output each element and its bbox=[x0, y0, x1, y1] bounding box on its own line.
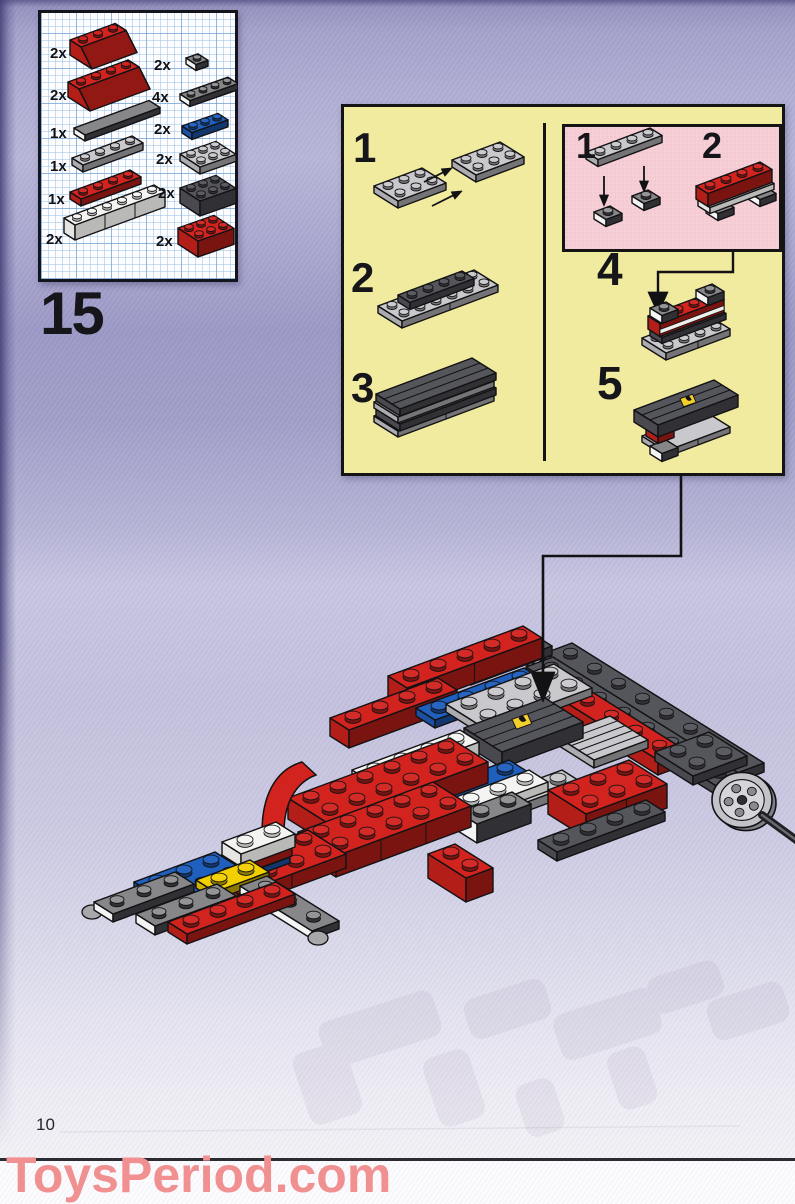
page-number: 10 bbox=[36, 1115, 55, 1134]
substep-label-3: 3 bbox=[351, 364, 375, 411]
part-quantity-label: 2x bbox=[158, 185, 175, 202]
inset-step-label-2: 2 bbox=[702, 125, 723, 166]
subassembly-divider bbox=[543, 123, 546, 461]
part-quantity-label: 1x bbox=[48, 191, 65, 208]
parts-illustration bbox=[63, 22, 238, 258]
parts-callout-box bbox=[38, 10, 238, 282]
part-quantity-label: 4x bbox=[152, 89, 169, 106]
inset-step-label-1: 1 bbox=[576, 125, 597, 166]
part-quantity-label: 2x bbox=[50, 87, 67, 104]
part-quantity-label: 2x bbox=[156, 233, 173, 250]
part-quantity-label: 2x bbox=[156, 151, 173, 168]
substep-label-4: 4 bbox=[597, 243, 623, 295]
subassembly-steps-illustration bbox=[373, 127, 777, 463]
part-quantity-label: 2x bbox=[46, 231, 63, 248]
page-gutter-shadow bbox=[0, 0, 16, 1150]
part-quantity-label: 1x bbox=[50, 158, 67, 175]
part-quantity-label: 2x bbox=[50, 45, 67, 62]
step-number: 15 bbox=[40, 280, 105, 347]
bottom-edge-line bbox=[0, 1158, 795, 1161]
subassembly-box bbox=[341, 104, 785, 476]
part-quantity-label: 2x bbox=[154, 57, 171, 74]
substep-label-5: 5 bbox=[597, 357, 623, 409]
page-top-shadow bbox=[0, 0, 795, 7]
substep-label-1: 1 bbox=[353, 124, 377, 171]
part-quantity-label: 1x bbox=[50, 125, 67, 142]
substep-label-2: 2 bbox=[351, 254, 375, 301]
watermark: ToysPeriod.com bbox=[6, 1147, 392, 1203]
part-quantity-label: 2x bbox=[154, 121, 171, 138]
